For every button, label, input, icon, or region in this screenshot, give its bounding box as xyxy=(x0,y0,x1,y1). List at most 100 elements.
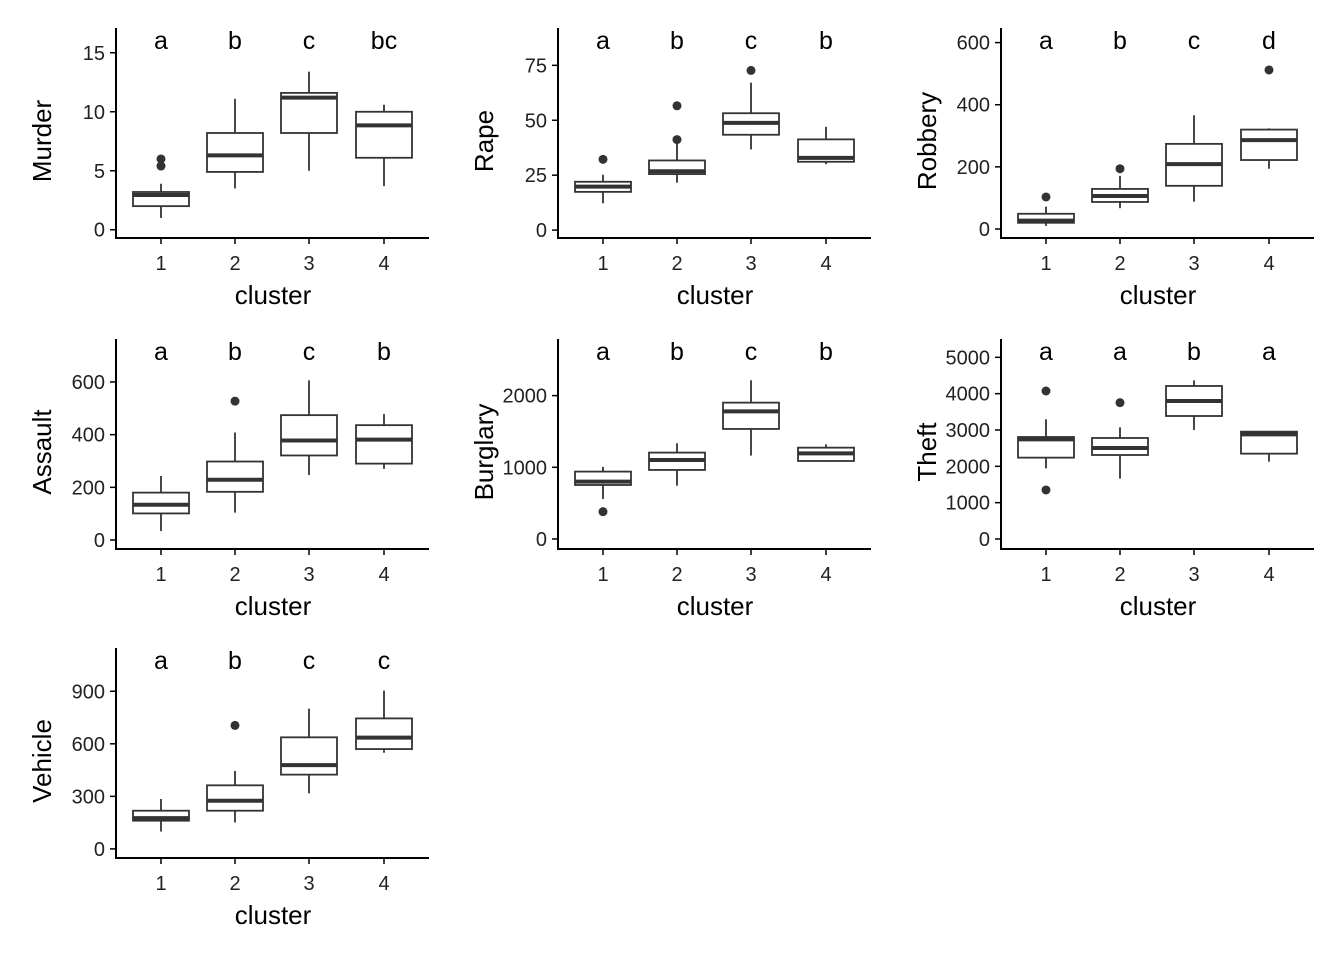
iqr-box xyxy=(1017,436,1075,459)
y-tick-label: 0 xyxy=(979,219,990,241)
box-cluster-4 xyxy=(1240,430,1298,462)
iqr-box xyxy=(206,460,264,493)
significance-letter: a xyxy=(1113,338,1127,366)
significance-letter: a xyxy=(596,338,610,366)
box-cluster-1 xyxy=(132,476,190,532)
box-cluster-3 xyxy=(280,71,338,171)
x-tick-label: 4 xyxy=(378,873,389,895)
significance-letter: c xyxy=(303,338,316,366)
y-tick-label: 200 xyxy=(72,477,105,499)
box-cluster-2 xyxy=(648,101,706,183)
box-cluster-1 xyxy=(574,466,632,517)
y-tick-label: 25 xyxy=(525,165,547,187)
x-tick-label: 3 xyxy=(303,253,314,275)
x-tick-label: 2 xyxy=(1114,253,1125,275)
y-tick-label: 600 xyxy=(72,734,105,756)
outlier-point xyxy=(1041,386,1051,396)
box-cluster-2 xyxy=(1091,164,1149,209)
significance-letter: b xyxy=(377,338,391,366)
significance-letter: b xyxy=(670,27,684,55)
box-cluster-3 xyxy=(280,380,338,475)
outlier-point xyxy=(1041,192,1051,202)
box-cluster-2 xyxy=(648,443,706,486)
significance-letter: b xyxy=(1113,27,1127,55)
y-tick-label: 900 xyxy=(72,681,105,703)
outlier-point xyxy=(156,161,166,171)
y-tick-label: 400 xyxy=(72,425,105,447)
x-axis-title: cluster xyxy=(677,280,754,310)
outlier-point xyxy=(672,101,682,111)
significance-letter: a xyxy=(154,338,168,366)
x-tick-label: 2 xyxy=(671,253,682,275)
x-tick-label: 4 xyxy=(378,564,389,586)
significance-letter: c xyxy=(303,27,316,55)
x-tick-label: 4 xyxy=(820,253,831,275)
x-axis-title: cluster xyxy=(677,591,754,621)
box-cluster-3 xyxy=(722,65,780,150)
significance-letter: b xyxy=(228,647,242,675)
x-tick-label: 3 xyxy=(745,253,756,275)
box-cluster-1 xyxy=(132,798,190,832)
y-axis-title: Burglary xyxy=(469,404,499,501)
box-cluster-4 xyxy=(355,690,413,753)
x-axis-title: cluster xyxy=(235,280,312,310)
significance-letter: b xyxy=(228,338,242,366)
iqr-box xyxy=(722,401,780,430)
y-axis-title: Assault xyxy=(27,409,57,495)
iqr-box xyxy=(206,784,264,812)
y-tick-label: 3000 xyxy=(946,420,991,442)
significance-letter: a xyxy=(154,27,168,55)
iqr-box xyxy=(280,736,338,776)
significance-letter: d xyxy=(1262,27,1276,55)
y-tick-label: 200 xyxy=(957,157,990,179)
box-cluster-1 xyxy=(574,154,632,204)
x-tick-label: 2 xyxy=(229,873,240,895)
significance-letter: a xyxy=(596,27,610,55)
iqr-box xyxy=(1017,212,1075,224)
x-tick-label: 1 xyxy=(155,564,166,586)
outlier-point xyxy=(230,720,240,730)
y-tick-label: 5000 xyxy=(946,347,991,369)
iqr-box xyxy=(280,414,338,457)
y-tick-label: 15 xyxy=(83,43,105,65)
box-cluster-4 xyxy=(355,104,413,187)
y-axis-title: Rape xyxy=(469,110,499,172)
x-tick-label: 3 xyxy=(1188,253,1199,275)
y-tick-label: 50 xyxy=(525,110,547,132)
y-axis-title: Theft xyxy=(912,422,942,482)
x-tick-label: 1 xyxy=(155,873,166,895)
outlier-point xyxy=(1115,398,1125,408)
outlier-point xyxy=(1041,485,1051,495)
y-tick-label: 5 xyxy=(94,161,105,183)
x-tick-label: 2 xyxy=(229,253,240,275)
iqr-box xyxy=(355,424,413,465)
outlier-point xyxy=(1115,164,1125,174)
x-tick-label: 1 xyxy=(597,564,608,586)
y-tick-label: 0 xyxy=(536,529,547,551)
significance-letter: bc xyxy=(371,27,397,55)
y-tick-label: 10 xyxy=(83,102,105,124)
x-tick-label: 1 xyxy=(155,253,166,275)
significance-letter: b xyxy=(1187,338,1201,366)
significance-letter: c xyxy=(745,338,758,366)
significance-letter: c xyxy=(1188,27,1201,55)
iqr-box xyxy=(206,132,264,173)
y-axis-title: Robbery xyxy=(912,92,942,190)
box-cluster-2 xyxy=(206,396,264,513)
box-cluster-4 xyxy=(797,126,855,165)
y-tick-label: 2000 xyxy=(946,456,991,478)
y-tick-label: 1000 xyxy=(503,457,548,479)
y-tick-label: 2000 xyxy=(503,386,548,408)
y-tick-label: 75 xyxy=(525,55,547,77)
panel-theft: 0100020003000400050001a2a3b4aclusterThef… xyxy=(912,338,1314,621)
x-tick-label: 2 xyxy=(1114,564,1125,586)
box-cluster-3 xyxy=(1165,115,1223,202)
significance-letter: b xyxy=(228,27,242,55)
box-cluster-4 xyxy=(355,414,413,469)
